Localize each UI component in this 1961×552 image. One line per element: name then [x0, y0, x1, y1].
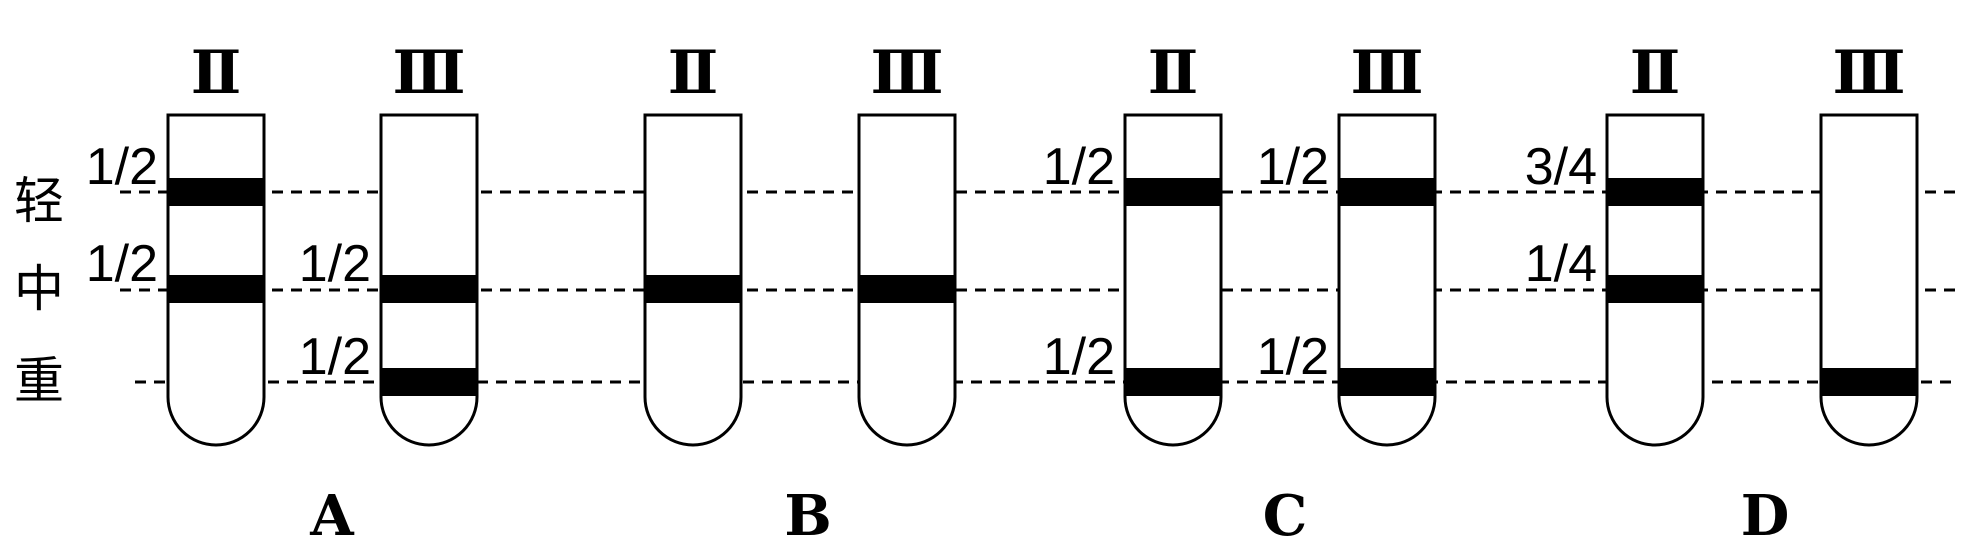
tube-b-iii-generation-label: Ⅲ: [870, 38, 943, 108]
tube-d-ii-band-fraction: 1/4: [1525, 235, 1597, 293]
axis-label-heavy: 重: [14, 352, 64, 410]
group-label-d: D: [1741, 483, 1790, 549]
tube-b-iii-band-medium: [859, 275, 955, 303]
group-label-a: A: [309, 483, 355, 549]
tube-d-ii-band-fraction: 3/4: [1525, 138, 1597, 196]
tube-a-iii-generation-label: Ⅲ: [392, 38, 465, 108]
tube-d-iii: [1819, 113, 1919, 447]
tube-c-iii-band-heavy: [1339, 368, 1435, 396]
tube-a-ii-band-fraction: 1/2: [86, 138, 158, 196]
axis-label-light: 轻: [14, 172, 64, 230]
tube-a-ii-band-medium: [168, 275, 264, 303]
group-label-c: C: [1263, 483, 1308, 549]
tube-a-ii-generation-label: Ⅱ: [191, 38, 242, 108]
tube-d-iii-band-heavy: [1821, 368, 1917, 396]
tube-d-ii-band-medium: [1607, 275, 1703, 303]
tube-a-ii-band-fraction: 1/2: [86, 235, 158, 293]
tube-c-iii-band-fraction: 1/2: [1257, 328, 1329, 386]
tube-c-iii-generation-label: Ⅲ: [1350, 38, 1423, 108]
tube-c-ii-generation-label: Ⅱ: [1148, 38, 1199, 108]
tube-c-ii-band-fraction: 1/2: [1043, 138, 1115, 196]
tube-a-iii-band-fraction: 1/2: [299, 328, 371, 386]
tube-d-ii-band-light: [1607, 178, 1703, 206]
tube-b-ii-band-medium: [645, 275, 741, 303]
tube-a-ii-band-light: [168, 178, 264, 206]
tube-a-iii-band-heavy: [381, 368, 477, 396]
tube-c-iii-band-light: [1339, 178, 1435, 206]
tube-a-iii-band-medium: [381, 275, 477, 303]
axis-label-medium: 中: [14, 260, 64, 318]
tube-c-ii-band-light: [1125, 178, 1221, 206]
tube-c-iii-band-fraction: 1/2: [1257, 138, 1329, 196]
tube-d-ii-generation-label: Ⅱ: [1630, 38, 1681, 108]
tube-a-iii-band-fraction: 1/2: [299, 235, 371, 293]
tube-c-ii-band-fraction: 1/2: [1043, 328, 1115, 386]
tube-b-ii-generation-label: Ⅱ: [668, 38, 719, 108]
tube-d-iii-generation-label: Ⅲ: [1832, 38, 1905, 108]
tube-c-ii-band-heavy: [1125, 368, 1221, 396]
label-layer: Ⅱ 1/2 1/2 Ⅲ 1/2 1/2A Ⅱ Ⅲ B Ⅱ 1/2 1/2 Ⅲ 1/2 1/2C Ⅱ 3/4 1/4…: [86, 38, 1906, 549]
group-label-b: B: [784, 483, 831, 549]
tube-layer: [166, 113, 1919, 447]
